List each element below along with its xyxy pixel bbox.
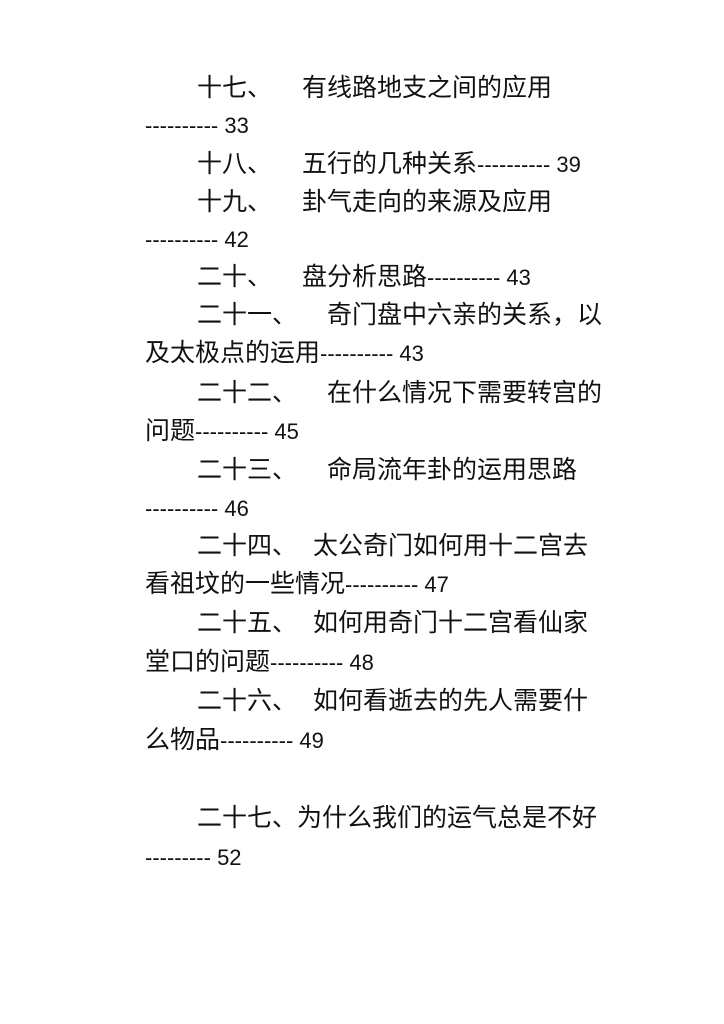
page-number: 42 [224,227,249,252]
page-number: 52 [217,845,242,870]
toc-entry-21[interactable]: 二十一、奇门盘中六亲的关系，以 [197,300,602,330]
toc-entry-22[interactable]: 二十二、在什么情况下需要转宫的 [197,378,602,408]
entry-number: 二十五、 [197,608,298,637]
page-number: 48 [349,650,374,675]
toc-entry-25[interactable]: 二十五、如何用奇门十二宫看仙家 [197,608,588,638]
entry-number: 二十一、 [197,300,298,329]
page-number: 33 [224,113,249,138]
toc-entry-21-cont: 及太极点的运用---------- 43 [145,338,424,369]
toc-entry-20[interactable]: 二十、盘分析思路---------- 43 [197,262,531,293]
entry-title-cont: 堂口的问题 [145,647,271,676]
toc-entry-17-page: ---------- 33 [145,111,249,141]
entry-title: 太公奇门如何用十二宫去 [313,531,589,560]
toc-entry-17[interactable]: 十七、有线路地支之间的应用 [197,73,552,103]
entry-title-cont: 问题 [145,416,196,445]
toc-entry-24-cont: 看祖坟的一些情况---------- 47 [145,569,449,600]
leader: ---------- [145,227,219,252]
entry-title: 卦气走向的来源及应用 [302,187,553,216]
toc-entry-26-cont: 么物品---------- 49 [145,725,324,756]
entry-title-cont: 么物品 [145,725,221,754]
leader: ---------- [145,113,219,138]
toc-entry-27-page: --------- 52 [145,843,242,873]
leader: ---------- [345,572,419,597]
toc-entry-25-cont: 堂口的问题---------- 48 [145,647,374,678]
leader: ---------- [145,496,219,521]
toc-entry-23[interactable]: 二十三、命局流年卦的运用思路 [197,455,577,485]
leader: --------- [145,845,211,870]
toc-entry-18[interactable]: 十八、五行的几种关系---------- 39 [197,149,581,180]
toc-entry-27[interactable]: 二十七、为什么我们的运气总是不好 [197,803,597,833]
entry-title: 五行的几种关系 [302,149,478,178]
page-number: 49 [299,728,324,753]
entry-title: 盘分析思路 [302,262,428,291]
entry-number: 十八、 [197,149,273,178]
entry-title: 为什么我们的运气总是不好 [297,803,598,832]
entry-number: 二十四、 [197,531,298,560]
toc-entry-19-page: ---------- 42 [145,225,249,255]
page-number: 43 [506,265,531,290]
entry-number: 二十三、 [197,455,298,484]
entry-title: 奇门盘中六亲的关系，以 [327,300,603,329]
entry-title: 如何看逝去的先人需要什 [313,686,589,715]
leader: ---------- [270,650,344,675]
entry-number: 二十六、 [197,686,298,715]
toc-entry-24[interactable]: 二十四、太公奇门如何用十二宫去 [197,531,588,561]
leader: ---------- [220,728,294,753]
entry-number: 十九、 [197,187,273,216]
entry-title-cont: 及太极点的运用 [145,338,321,367]
page-number: 47 [424,572,449,597]
leader: ---------- [427,265,501,290]
toc-entry-19[interactable]: 十九、卦气走向的来源及应用 [197,187,552,217]
entry-title: 有线路地支之间的应用 [302,73,553,102]
leader: ---------- [195,419,269,444]
entry-title: 命局流年卦的运用思路 [327,455,578,484]
entry-number: 二十、 [197,262,273,291]
entry-number: 二十七、 [197,803,298,832]
entry-title: 在什么情况下需要转宫的 [327,378,603,407]
leader: ---------- [477,152,551,177]
entry-number: 二十二、 [197,378,298,407]
leader: ---------- [320,341,394,366]
page-number: 45 [274,419,299,444]
page-number: 43 [399,341,424,366]
toc-entry-22-cont: 问题---------- 45 [145,416,299,447]
page-number: 39 [556,152,581,177]
entry-number: 十七、 [197,73,273,102]
entry-title-cont: 看祖坟的一些情况 [145,569,346,598]
entry-title: 如何用奇门十二宫看仙家 [313,608,589,637]
page-number: 46 [224,496,249,521]
toc-entry-26[interactable]: 二十六、如何看逝去的先人需要什 [197,686,588,716]
toc-entry-23-page: ---------- 46 [145,494,249,524]
